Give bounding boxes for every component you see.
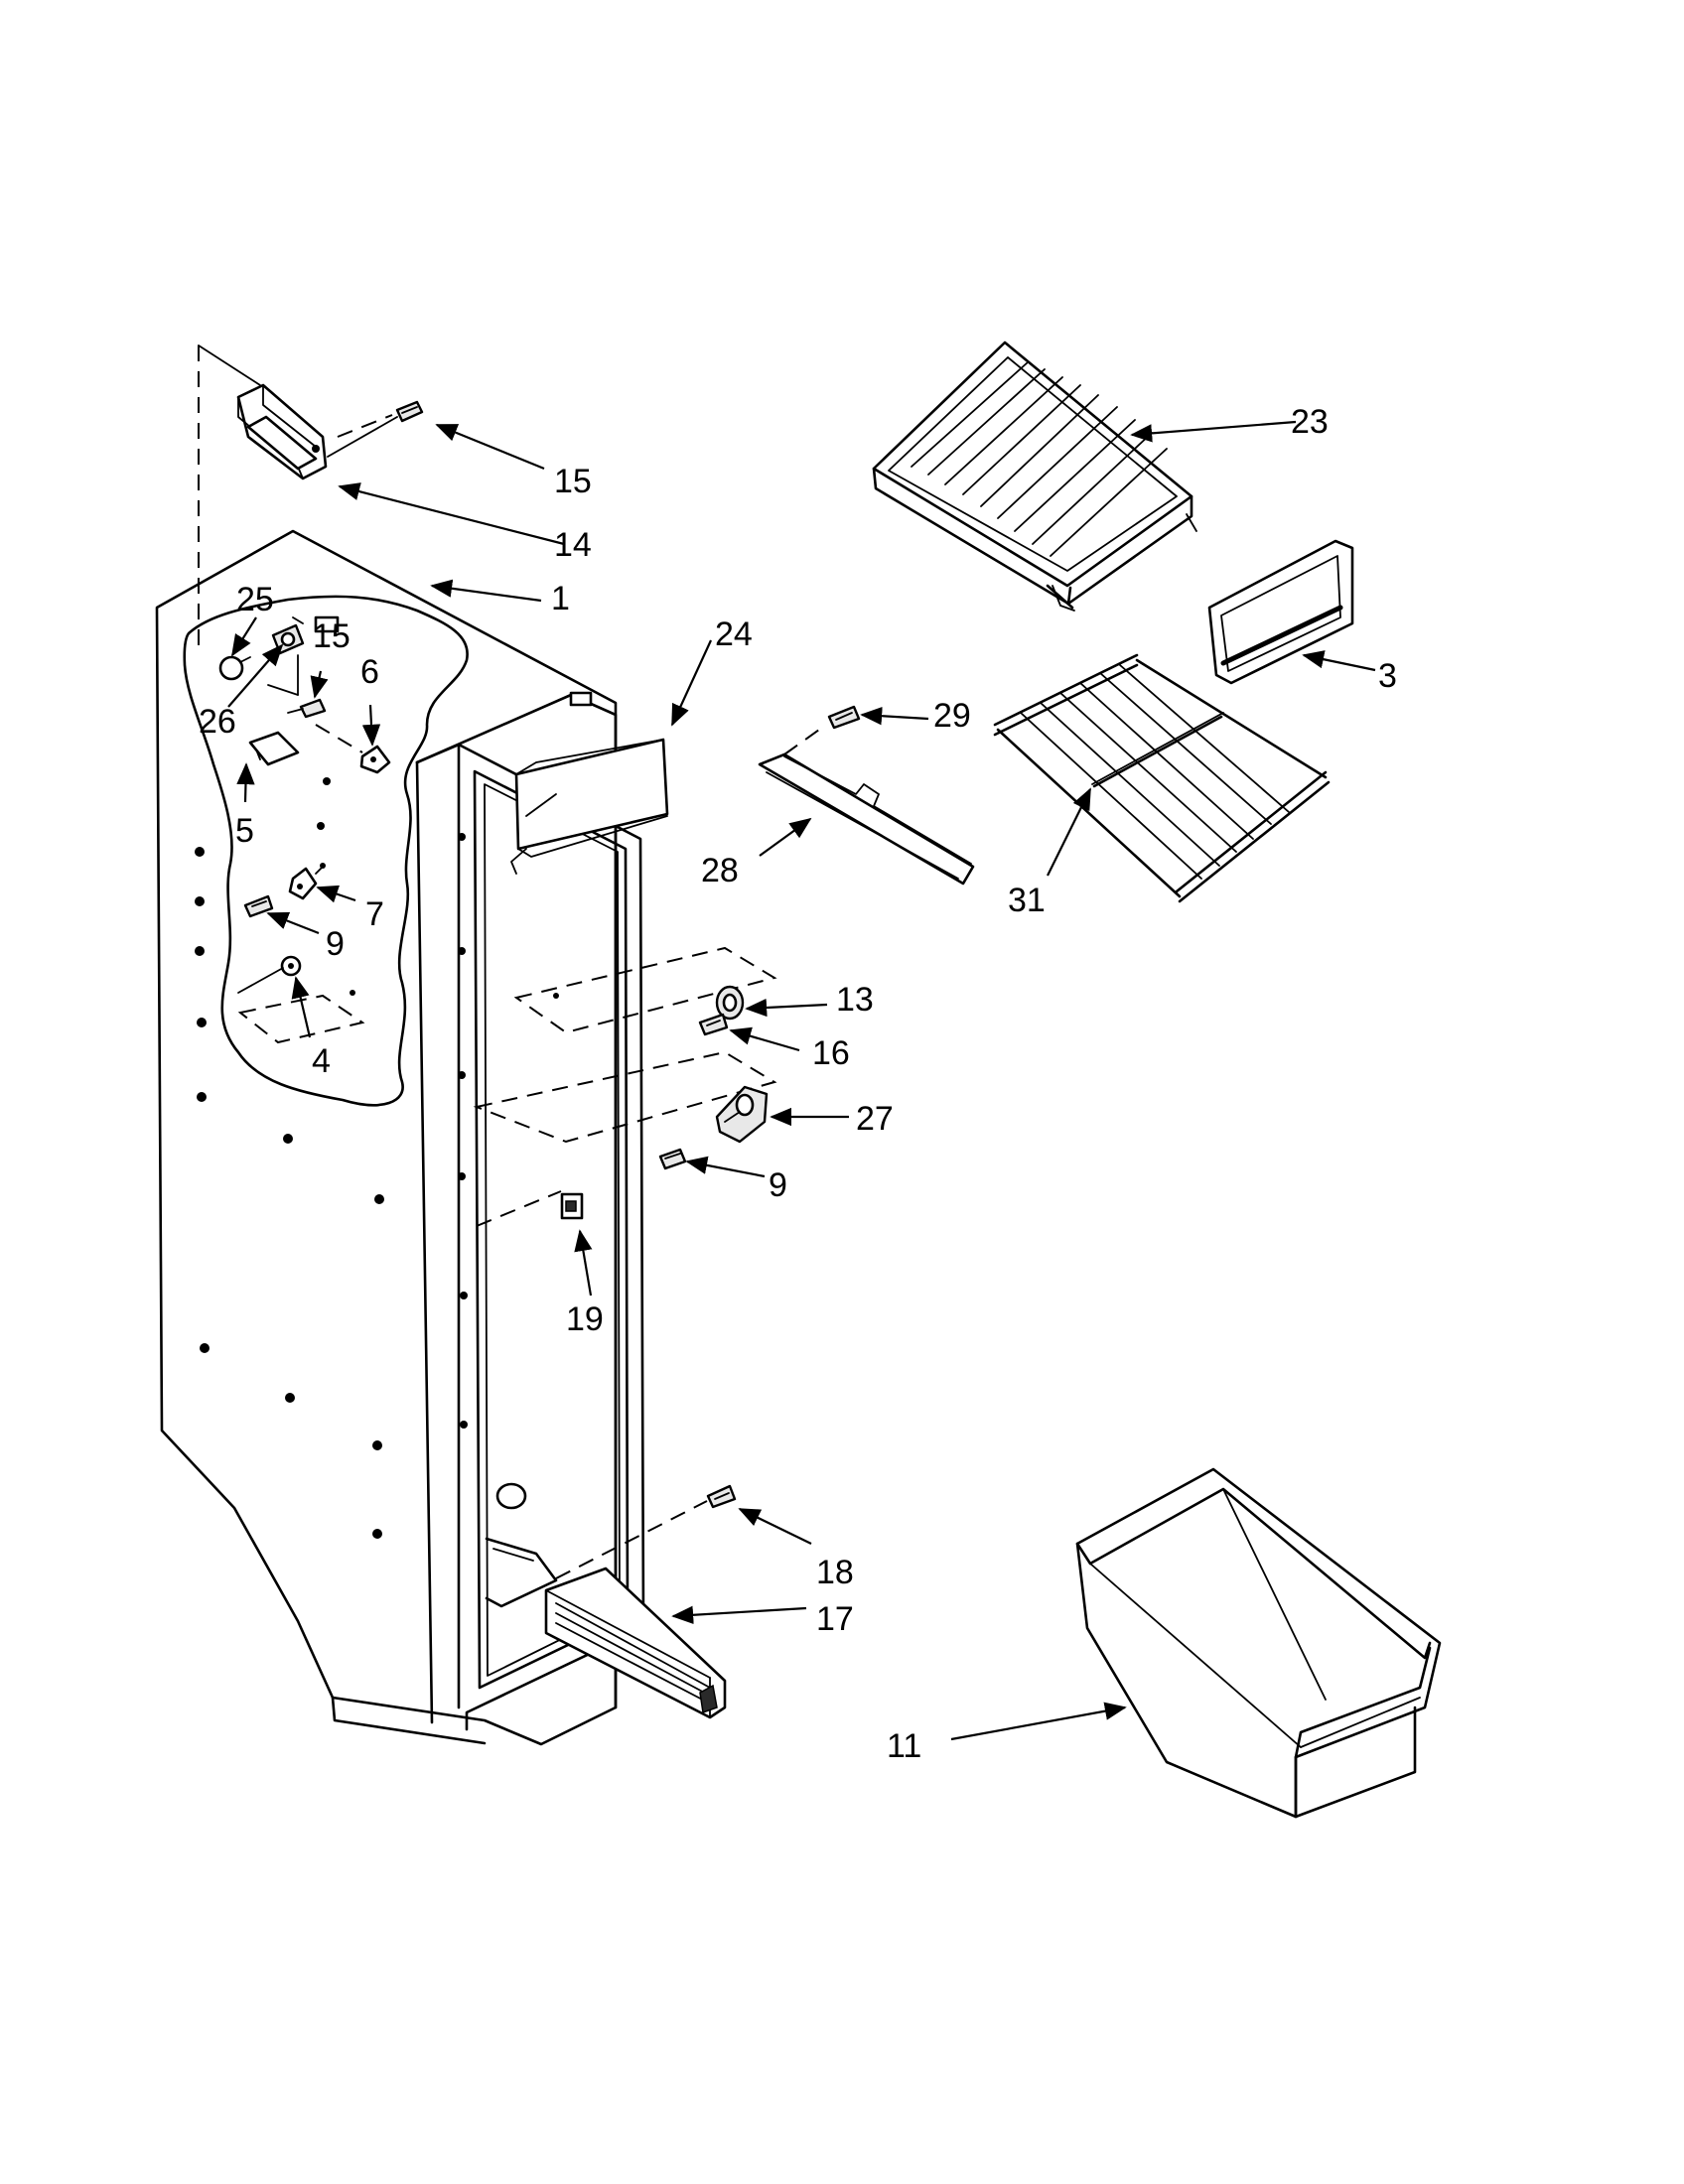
- part-13-roller: [715, 985, 745, 1021]
- callout-11: 11: [887, 1727, 921, 1765]
- part-18-screw: [555, 1484, 737, 1579]
- callout-17: 17: [816, 1600, 854, 1638]
- callout-26: 26: [199, 703, 236, 741]
- part-28-shelf-support-rail: [758, 752, 975, 886]
- part-9-screw-inner: [243, 894, 274, 918]
- part-26-light-socket: [271, 616, 305, 655]
- callout-15-inner: 15: [313, 617, 351, 655]
- callout-4: 4: [312, 1042, 331, 1080]
- callout-13: 13: [836, 981, 874, 1019]
- part-23-wire-shelf: [872, 341, 1197, 612]
- part-29-screw: [783, 705, 861, 755]
- part-6-clip: [315, 724, 391, 774]
- part-14-top-bracket: [198, 344, 328, 650]
- callout-31: 31: [1008, 882, 1046, 919]
- part-31-wire-basket-shelf: [993, 653, 1331, 903]
- callout-23: 23: [1291, 403, 1329, 441]
- part-7-bracket: [288, 863, 326, 900]
- callout-3: 3: [1378, 657, 1397, 695]
- callout-16: 16: [812, 1034, 850, 1072]
- part-27-hinge-bracket: [715, 1085, 769, 1144]
- callout-labels: 15 14 1 25 15 6 26 5 7 9 4 24 23 3 29 28…: [199, 403, 1397, 1765]
- callout-25: 25: [236, 581, 274, 618]
- part-19-switch: [560, 1192, 584, 1220]
- part-5-bracket: [248, 731, 300, 766]
- callout-9-outer: 9: [769, 1166, 787, 1204]
- callout-1: 1: [551, 580, 570, 617]
- callout-19: 19: [566, 1300, 604, 1338]
- part-15-screw-inner: [267, 654, 327, 719]
- part-11-storage-bin: [1075, 1467, 1442, 1819]
- part-25-light-bulb: [218, 655, 251, 681]
- part-24-duct-cover: [510, 738, 669, 875]
- callout-28: 28: [701, 852, 739, 889]
- callout-27: 27: [856, 1100, 894, 1138]
- part-17-kickplate-grille: [544, 1567, 727, 1719]
- callout-9-inner: 9: [326, 925, 345, 963]
- mounting-outlines: [473, 946, 777, 1227]
- cabinet-liner: [155, 529, 645, 1746]
- part-9-screw-outer: [658, 1148, 687, 1170]
- callout-7: 7: [365, 895, 384, 933]
- callout-6: 6: [360, 653, 379, 691]
- callout-24: 24: [715, 615, 753, 653]
- callout-29: 29: [933, 697, 971, 735]
- callout-15-top: 15: [554, 463, 592, 500]
- callout-5: 5: [235, 812, 254, 850]
- part-15-screw-top: [327, 400, 424, 458]
- part-3-trim-bezel: [1207, 539, 1354, 685]
- part-16-screw: [698, 1013, 729, 1036]
- part-4-screw: [237, 955, 365, 1044]
- callout-14: 14: [554, 526, 592, 564]
- callout-18: 18: [816, 1554, 854, 1591]
- leader-lines: [227, 420, 1376, 1741]
